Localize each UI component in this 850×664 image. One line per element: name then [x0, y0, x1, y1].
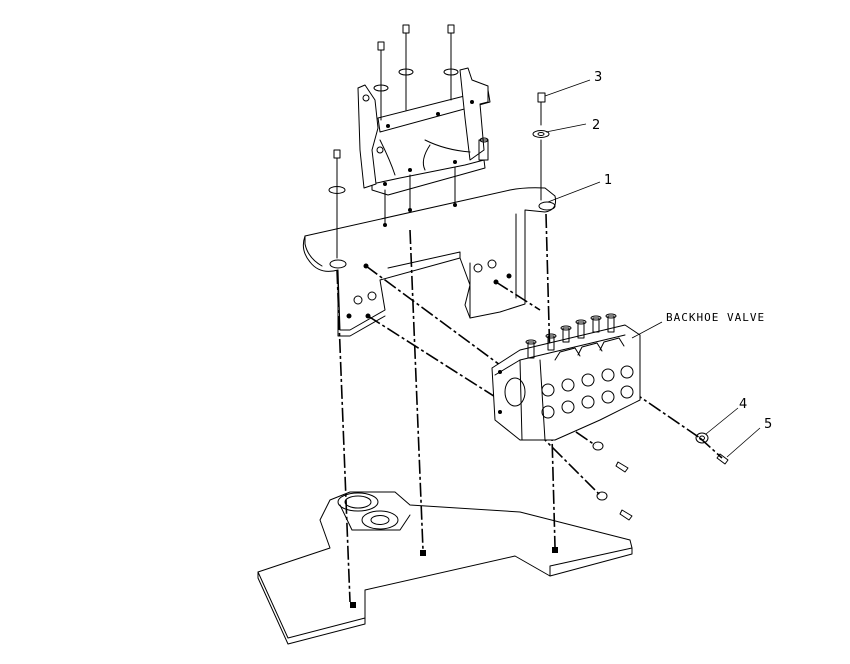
- upper-pedal-bracket: [357, 67, 491, 227]
- left-bolt-washer: [328, 149, 346, 259]
- bolt-item-3: [537, 92, 546, 126]
- nut-item-4: [695, 432, 709, 444]
- upper-bracket-bolts: [373, 24, 459, 226]
- leader-lines: [544, 79, 761, 458]
- callout-5: 5: [764, 417, 772, 432]
- callout-4: 4: [739, 397, 747, 412]
- valve-fasteners: [592, 441, 633, 521]
- base-frame: [257, 491, 633, 645]
- bolt-item-5: [716, 453, 729, 465]
- backhoe-valve: [491, 313, 641, 441]
- callout-2: 2: [592, 118, 600, 133]
- washer-item-2: [532, 130, 550, 138]
- callout-3: 3: [594, 70, 602, 85]
- backhoe-valve-label: BACKHOE VALVE: [666, 311, 765, 324]
- callout-1: 1: [604, 173, 612, 188]
